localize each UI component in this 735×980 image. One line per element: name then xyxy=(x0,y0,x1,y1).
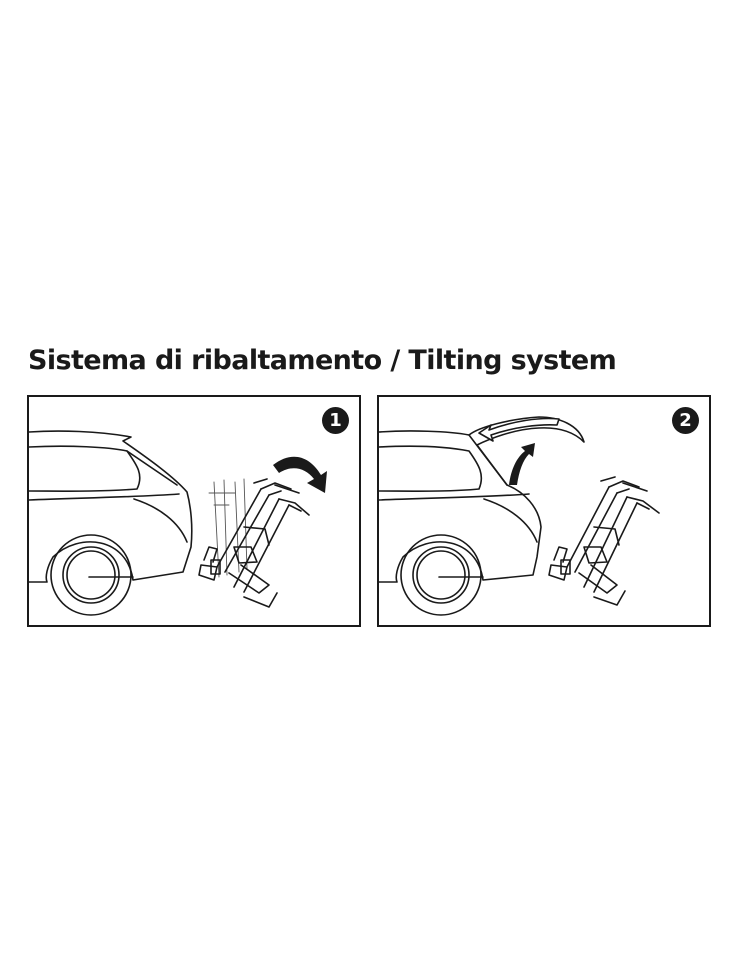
car-illustration xyxy=(379,416,585,616)
step-1-illustration xyxy=(29,430,327,616)
step-2-illustration xyxy=(379,416,660,616)
step-number-badge: 2 xyxy=(672,407,699,434)
bike-carrier-tilted xyxy=(198,478,310,608)
bike-carrier-upright xyxy=(208,478,248,578)
step-1-panel: 1 xyxy=(27,395,361,627)
step-2-panel: 2 xyxy=(377,395,711,627)
tilt-arrow-icon xyxy=(273,456,327,493)
trunk-lid-arrow-icon xyxy=(478,417,560,442)
step-number-badge: 1 xyxy=(322,407,349,434)
bike-carrier-tilted xyxy=(548,476,660,606)
car-illustration xyxy=(29,430,193,616)
open-trunk-arrow-icon xyxy=(509,443,535,485)
page-title: Sistema di ribaltamento / Tilting system xyxy=(28,345,617,376)
